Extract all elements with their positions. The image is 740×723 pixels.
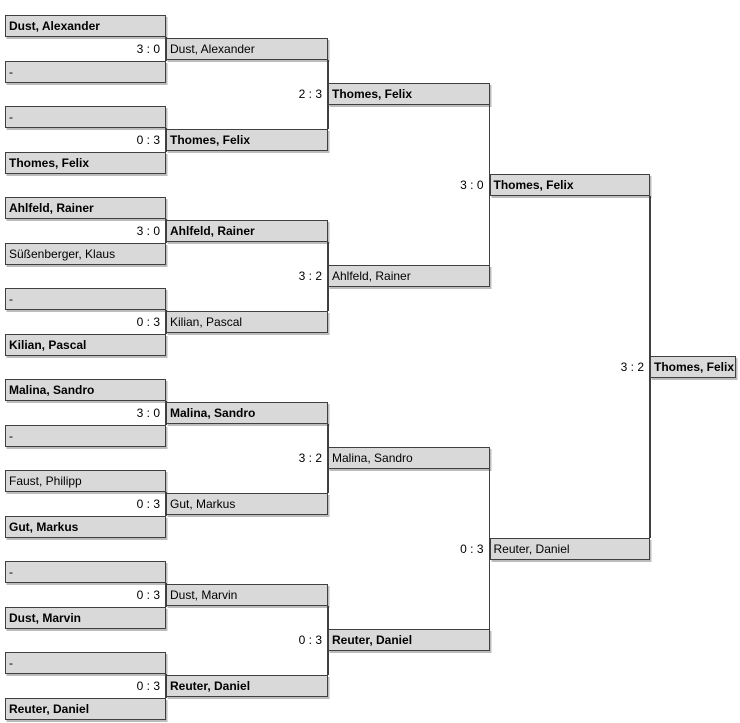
champion-player-box: Thomes, Felix: [650, 356, 736, 379]
match-score: 3 : 2: [298, 269, 322, 284]
match-score: 0 : 3: [136, 678, 160, 693]
player-name: Reuter, Daniel: [493, 542, 570, 557]
match-score: 0 : 3: [298, 633, 322, 648]
match-score: 0 : 3: [136, 587, 160, 602]
match-score: 3 : 0: [136, 41, 160, 56]
player-name: -: [9, 64, 13, 79]
player-box: Malina, Sandro: [5, 379, 166, 401]
match-score: 3 : 0: [460, 178, 484, 193]
player-name: Gut, Markus: [9, 519, 79, 534]
player-name: Thomes, Felix: [332, 87, 413, 102]
player-name: -: [9, 292, 13, 306]
player-name: Reuter, Daniel: [170, 678, 251, 693]
match-score: 3 : 2: [298, 451, 322, 466]
player-name: Dust, Marvin: [170, 587, 238, 602]
player-box: Gut, Markus: [166, 492, 328, 515]
player-box: -: [5, 60, 166, 83]
player-box: Reuter, Daniel: [328, 629, 490, 652]
match-score: 0 : 3: [136, 496, 160, 511]
player-box: -: [5, 288, 166, 310]
player-name: Gut, Markus: [170, 496, 236, 511]
player-box: Ahlfeld, Rainer: [166, 219, 328, 242]
player-box: Reuter, Daniel: [489, 538, 650, 561]
player-box: Faust, Philipp: [5, 470, 166, 492]
player-box: Gut, Markus: [5, 515, 166, 538]
player-box: Kilian, Pascal: [166, 310, 328, 333]
player-name: Reuter, Daniel: [332, 633, 413, 648]
player-box: Dust, Marvin: [5, 606, 166, 629]
player-name: Thomes, Felix: [9, 155, 90, 170]
player-box: Malina, Sandro: [166, 401, 328, 424]
player-name: Kilian, Pascal: [9, 337, 87, 352]
player-box: Thomes, Felix: [489, 174, 650, 197]
player-box: -: [5, 652, 166, 674]
player-box: Malina, Sandro: [328, 447, 490, 470]
player-name: -: [9, 565, 13, 579]
player-box: Dust, Alexander: [166, 37, 328, 60]
match-score: 2 : 3: [298, 87, 322, 102]
player-name: Dust, Marvin: [9, 610, 82, 625]
match-score: 0 : 3: [136, 314, 160, 329]
player-box: Thomes, Felix: [5, 151, 166, 174]
player-box: Thomes, Felix: [166, 128, 328, 151]
match-score: 3 : 0: [136, 405, 160, 420]
match-score: 3 : 2: [620, 360, 644, 375]
player-name: Dust, Alexander: [9, 19, 100, 33]
player-name: Thomes, Felix: [493, 178, 574, 193]
player-name: Malina, Sandro: [9, 383, 95, 397]
player-box: Dust, Marvin: [166, 583, 328, 606]
player-box: -: [5, 561, 166, 583]
player-box: Kilian, Pascal: [5, 333, 166, 356]
player-box: -: [5, 424, 166, 447]
player-box: Ahlfeld, Rainer: [5, 197, 166, 219]
player-box: Süßenberger, Klaus: [5, 242, 166, 265]
match-score: 0 : 3: [460, 542, 484, 557]
player-name: Malina, Sandro: [170, 405, 256, 420]
match-score: 0 : 3: [136, 132, 160, 147]
player-box: -: [5, 106, 166, 128]
player-name: Kilian, Pascal: [170, 314, 243, 329]
player-name: Ahlfeld, Rainer: [170, 223, 255, 238]
player-name: Faust, Philipp: [9, 474, 82, 488]
player-name: Ahlfeld, Rainer: [332, 269, 411, 284]
player-box: Reuter, Daniel: [5, 697, 166, 720]
player-name: Süßenberger, Klaus: [9, 246, 116, 261]
player-name: -: [9, 428, 13, 443]
player-name: Ahlfeld, Rainer: [9, 201, 94, 215]
player-name: -: [9, 656, 13, 670]
player-box: Reuter, Daniel: [166, 674, 328, 697]
player-box: Dust, Alexander: [5, 15, 166, 37]
player-name: Thomes, Felix: [170, 132, 251, 147]
player-box: Thomes, Felix: [328, 83, 490, 106]
player-name: -: [9, 110, 13, 124]
match-score: 3 : 0: [136, 223, 160, 238]
player-name: Reuter, Daniel: [9, 701, 90, 716]
player-name: Malina, Sandro: [332, 451, 413, 466]
player-name: Thomes, Felix: [654, 360, 735, 375]
player-box: Ahlfeld, Rainer: [328, 265, 490, 288]
player-name: Dust, Alexander: [170, 41, 255, 56]
